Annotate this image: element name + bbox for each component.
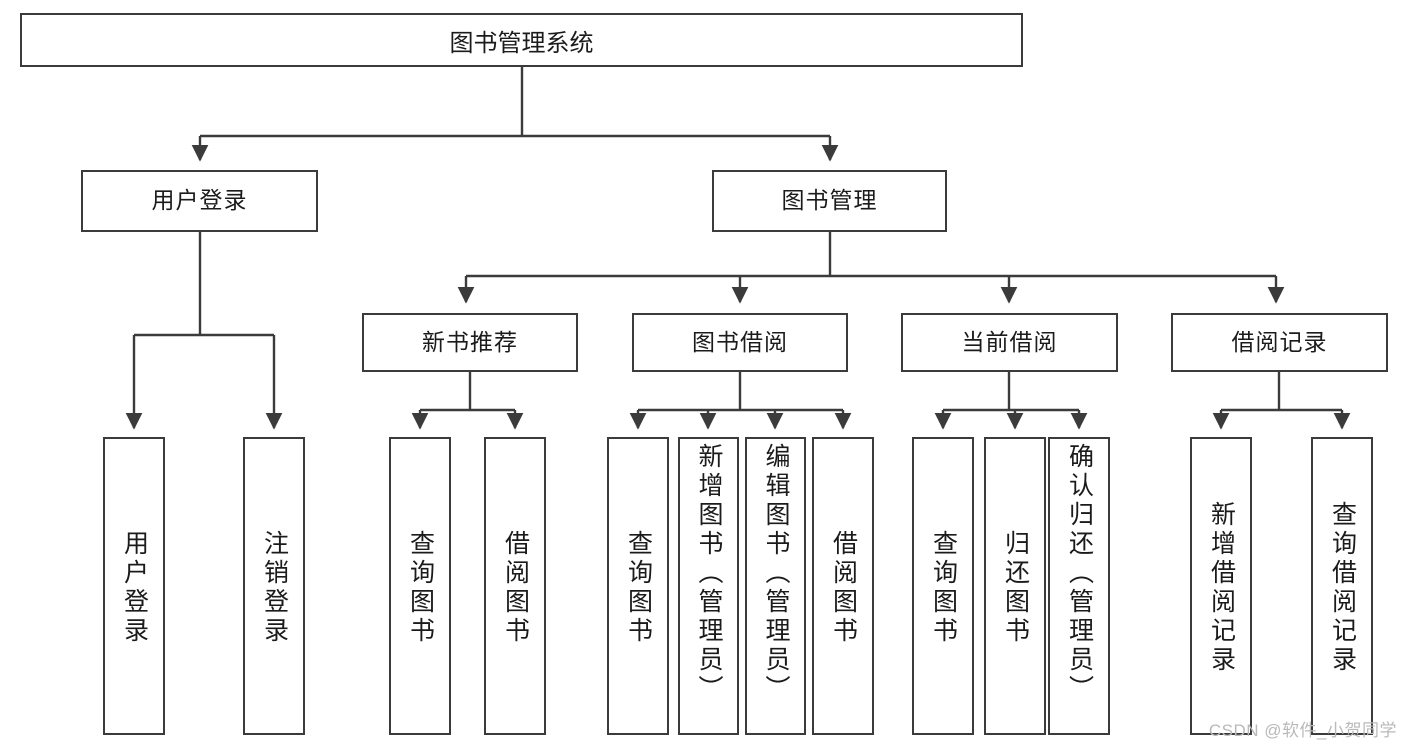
node-current-borrow-label: 当前借阅 xyxy=(961,328,1058,355)
node-book-borrow[interactable]: 图书借阅 xyxy=(632,313,848,372)
leaf-borrow-book-recommend[interactable]: 借阅图书 xyxy=(484,437,546,735)
leaf-label: 用户登录 xyxy=(120,530,149,646)
node-root[interactable]: 图书管理系统 xyxy=(20,13,1023,67)
leaf-query-book-current[interactable]: 查询图书 xyxy=(912,437,974,735)
node-book-management-label: 图书管理 xyxy=(781,187,878,214)
leaf-user-login[interactable]: 用户登录 xyxy=(103,437,165,735)
node-root-label: 图书管理系统 xyxy=(449,29,594,57)
leaf-label: 归还图书 xyxy=(1001,530,1030,646)
leaf-add-borrow-record[interactable]: 新增借阅记录 xyxy=(1190,437,1252,735)
leaf-label: 借阅图书 xyxy=(829,530,858,646)
leaf-query-borrow-record[interactable]: 查询借阅记录 xyxy=(1311,437,1373,735)
leaf-edit-book-admin[interactable]: 编辑图书（管理员） xyxy=(745,437,806,735)
node-current-borrow[interactable]: 当前借阅 xyxy=(901,313,1118,372)
node-new-book-recommend[interactable]: 新书推荐 xyxy=(362,313,578,372)
leaf-return-book[interactable]: 归还图书 xyxy=(984,437,1046,735)
node-new-book-recommend-label: 新书推荐 xyxy=(422,328,518,355)
leaf-query-book-borrow[interactable]: 查询图书 xyxy=(607,437,669,735)
leaf-label: 新增图书（管理员） xyxy=(695,443,723,704)
leaf-confirm-return-admin[interactable]: 确认归还（管理员） xyxy=(1048,437,1110,735)
node-borrow-record-label: 借阅记录 xyxy=(1231,328,1328,355)
node-user-login[interactable]: 用户登录 xyxy=(81,170,318,232)
leaf-label: 查询图书 xyxy=(929,530,958,646)
node-book-management[interactable]: 图书管理 xyxy=(712,170,947,232)
leaf-label: 新增借阅记录 xyxy=(1207,501,1236,675)
leaf-label: 查询借阅记录 xyxy=(1328,501,1357,675)
leaf-label: 借阅图书 xyxy=(501,530,530,646)
leaf-label: 确认归还（管理员） xyxy=(1065,443,1094,704)
leaf-label: 编辑图书（管理员） xyxy=(762,443,790,704)
leaf-label: 注销登录 xyxy=(260,530,289,646)
leaf-label: 查询图书 xyxy=(406,530,435,646)
leaf-logout[interactable]: 注销登录 xyxy=(243,437,305,735)
leaf-borrow-book[interactable]: 借阅图书 xyxy=(812,437,874,735)
watermark: CSDN @软件_小贺同学 xyxy=(1208,721,1397,740)
node-user-login-label: 用户登录 xyxy=(151,187,248,214)
leaf-query-book-recommend[interactable]: 查询图书 xyxy=(389,437,451,735)
leaf-label: 查询图书 xyxy=(624,530,653,646)
node-book-borrow-label: 图书借阅 xyxy=(692,328,788,355)
node-borrow-record[interactable]: 借阅记录 xyxy=(1171,313,1388,372)
leaf-add-book-admin[interactable]: 新增图书（管理员） xyxy=(678,437,739,735)
